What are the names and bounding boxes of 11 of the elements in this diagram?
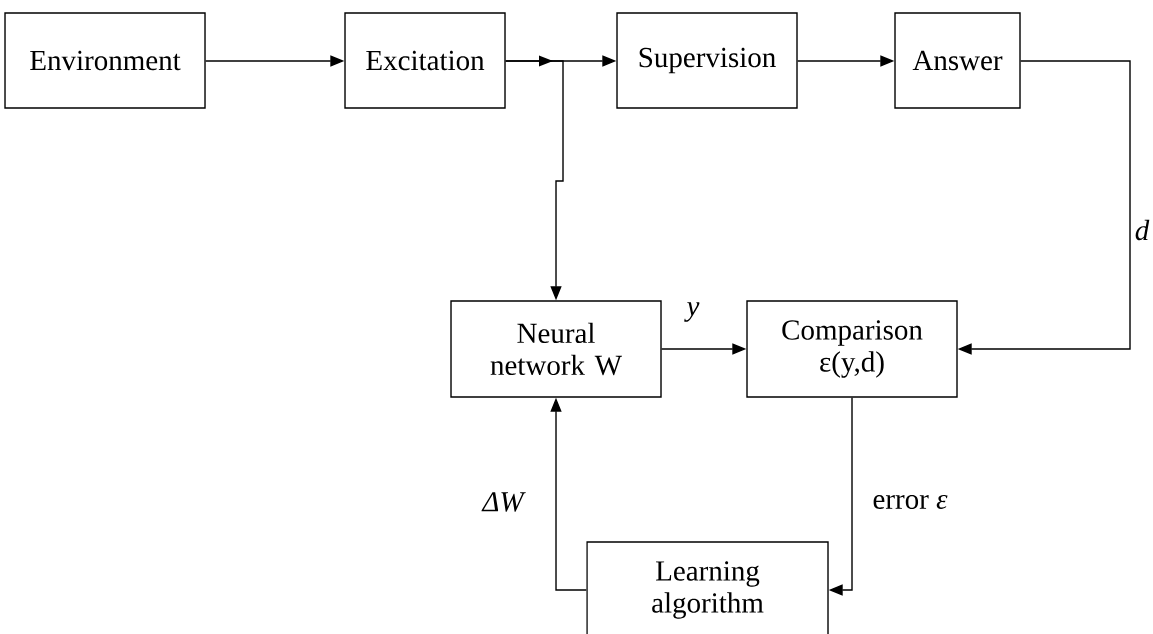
edge-label: ΔW bbox=[480, 490, 526, 514]
process-box: Supervision bbox=[616, 12, 798, 109]
process-box: Learning algorithm bbox=[586, 541, 829, 634]
process-box: Environment bbox=[4, 12, 206, 109]
edge-label: y bbox=[684, 300, 702, 324]
edge-label: error ε bbox=[870, 493, 950, 511]
process-box: Excitation bbox=[344, 12, 506, 109]
process-box: Comparison ε(y,d) bbox=[746, 300, 958, 398]
process-box: Neural network W bbox=[450, 300, 662, 398]
edge-label: d bbox=[1132, 217, 1152, 243]
process-box: Answer bbox=[894, 12, 1021, 109]
